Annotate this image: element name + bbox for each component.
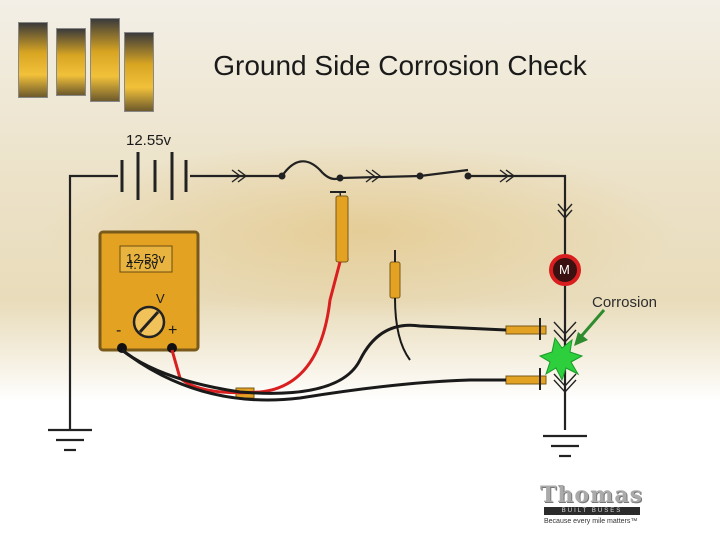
meter-reading-1: 12.53v xyxy=(126,251,166,266)
logo-name: Thomas xyxy=(540,482,643,508)
battery-voltage-label: 12.55v xyxy=(126,132,172,149)
bus-photo-3 xyxy=(90,18,120,102)
terminal-dots xyxy=(278,172,472,182)
meter-minus-label: - xyxy=(116,322,122,339)
meter-reading-2: 4.75v xyxy=(126,257,158,272)
corrosion-label: Corrosion xyxy=(592,294,658,311)
meter-mode-label: V xyxy=(156,291,165,306)
ground-left-symbol xyxy=(48,428,92,452)
bus-photo-2 xyxy=(56,28,86,96)
meter-plus-label: + xyxy=(168,322,178,339)
multimeter xyxy=(98,230,200,353)
page-title: Ground Side Corrosion Check xyxy=(213,50,587,81)
header-photo-strip xyxy=(12,10,154,112)
meter-display: 12.53v 4.75v xyxy=(126,252,165,271)
ground-right-symbol xyxy=(543,434,587,458)
corrosion-arrow xyxy=(574,309,606,346)
motor-label: M xyxy=(559,262,570,277)
motor-symbol xyxy=(549,254,581,286)
current-arrows xyxy=(231,169,577,394)
probe-mid xyxy=(389,250,401,299)
wire-switch xyxy=(419,168,469,178)
bus-photo-4 xyxy=(124,32,154,112)
probe-top xyxy=(330,191,349,263)
bus-photo-1 xyxy=(18,22,48,98)
lead-black-3 xyxy=(394,297,411,361)
logo-subtitle: BUILT BUSES xyxy=(544,507,640,515)
corrosion-splash xyxy=(538,336,584,382)
clip-upper xyxy=(505,318,547,340)
lead-black-2 xyxy=(121,323,507,395)
logo-tagline: Because every mile matters™ xyxy=(544,518,638,525)
thomas-logo: Thomas BUILT BUSES Because every mile ma… xyxy=(540,482,650,532)
wire-top-left xyxy=(68,174,118,430)
wire-fuse xyxy=(281,160,341,181)
wire-top-mid xyxy=(339,174,421,180)
battery-symbol xyxy=(120,152,188,200)
wire-top-right xyxy=(468,174,567,255)
lead-black-1 xyxy=(121,348,506,402)
clip-lower xyxy=(505,368,547,390)
